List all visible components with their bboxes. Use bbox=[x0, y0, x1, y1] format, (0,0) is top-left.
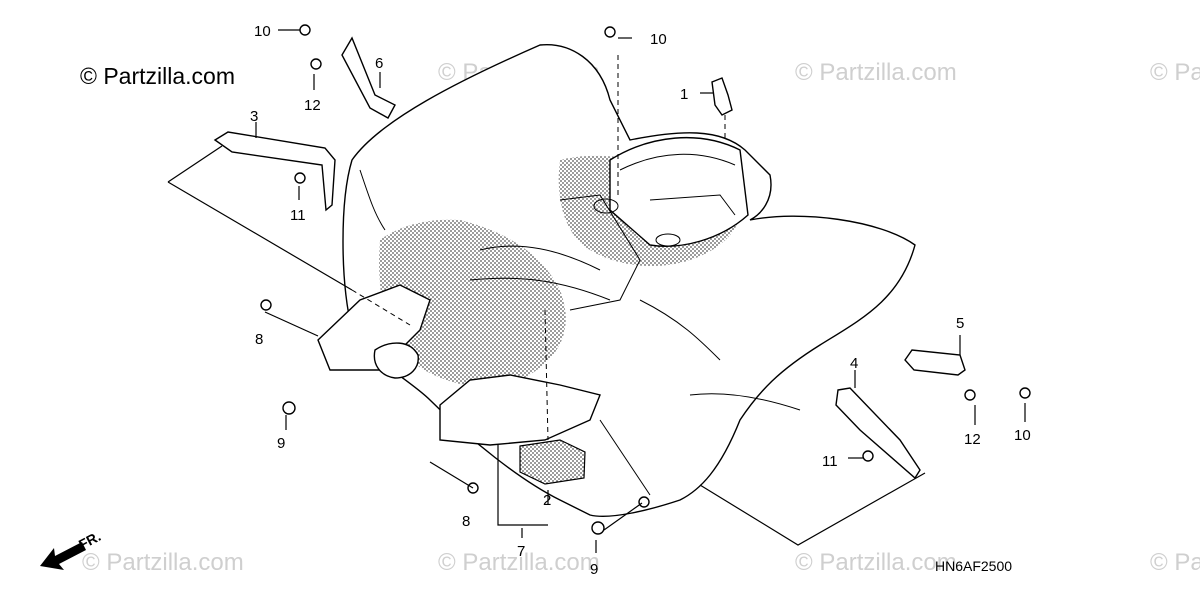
callout-8b: 8 bbox=[462, 513, 470, 530]
callout-12a: 12 bbox=[304, 97, 321, 114]
watermark: © Partzilla.com bbox=[1150, 59, 1200, 86]
callout-1: 1 bbox=[680, 86, 688, 103]
callout-6: 6 bbox=[375, 55, 383, 72]
watermark: © Partzilla.com bbox=[82, 549, 244, 576]
watermarks: © Partzilla.com © Partzilla.com © Partzi… bbox=[82, 59, 1200, 576]
callout-7: 7 bbox=[517, 543, 525, 560]
watermark: © Partzilla.com bbox=[795, 549, 957, 576]
fasteners bbox=[260, 24, 1031, 535]
callout-10b: 10 bbox=[650, 31, 667, 48]
callout-11b: 11 bbox=[822, 453, 838, 470]
callout-10a: 10 bbox=[254, 23, 271, 40]
callout-2: 2 bbox=[543, 492, 551, 509]
callout-3: 3 bbox=[250, 108, 258, 125]
watermark: © Partzilla.com bbox=[1150, 549, 1200, 576]
leader-lines bbox=[167, 29, 1026, 553]
watermark: © Partzilla.com bbox=[795, 59, 957, 86]
callout-10c: 10 bbox=[1014, 427, 1031, 444]
rear-fender bbox=[317, 44, 916, 518]
callout-4: 4 bbox=[850, 355, 858, 372]
callout-11a: 11 bbox=[290, 207, 306, 224]
callout-9b: 9 bbox=[590, 561, 598, 578]
reflector-part bbox=[519, 439, 586, 485]
callout-9a: 9 bbox=[277, 435, 285, 452]
callout-12b: 12 bbox=[964, 431, 981, 448]
callouts: 1 2 3 4 5 6 7 8 8 9 9 10 10 10 11 11 12 … bbox=[250, 23, 1031, 578]
stay-parts bbox=[213, 36, 966, 480]
callout-5: 5 bbox=[956, 315, 964, 332]
watermark: © Partzilla.com bbox=[438, 549, 600, 576]
diagram-code: HN6AF2500 bbox=[935, 558, 1012, 574]
copyright-text: © Partzilla.com bbox=[80, 63, 235, 89]
callout-8a: 8 bbox=[255, 331, 263, 348]
clip-part bbox=[711, 77, 733, 116]
